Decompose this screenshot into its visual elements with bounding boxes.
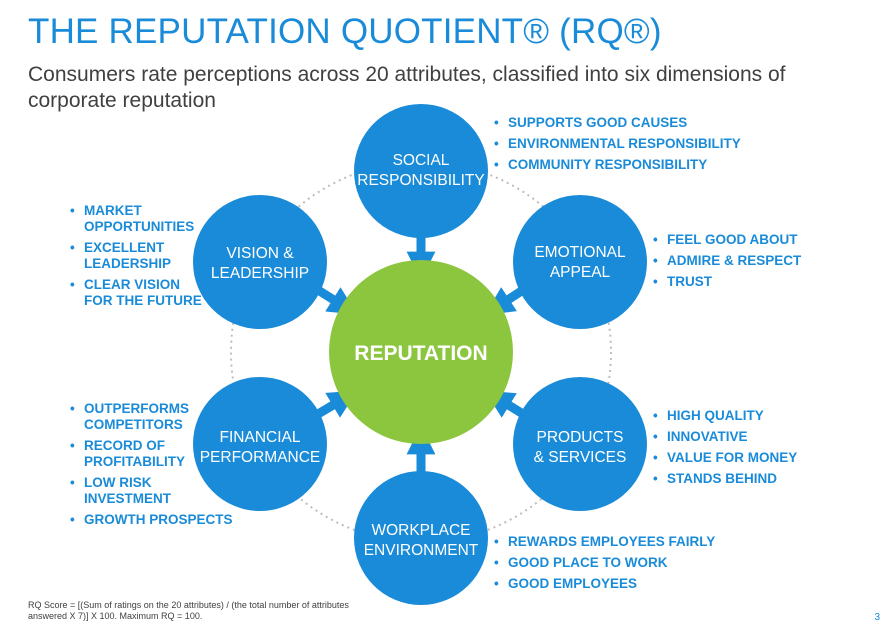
dimension-emotional: EMOTIONAL APPEAL	[513, 195, 647, 329]
page-title: THE REPUTATION QUOTIENT® (RQ®)	[28, 12, 662, 51]
attribute-item: LOW RISK INVESTMENT	[70, 475, 233, 507]
attributes-vision: MARKET OPPORTUNITIES EXCELLENT LEADERSHI…	[70, 203, 202, 314]
arrow-emotional	[484, 286, 526, 315]
arrow-financial	[315, 390, 358, 418]
attribute-item: GROWTH PROSPECTS	[70, 512, 233, 528]
arrow-products	[484, 390, 526, 418]
attributes-financial: OUTPERFORMS COMPETITORS RECORD OF PROFIT…	[70, 401, 233, 533]
dimension-label-line1: PRODUCTS	[537, 429, 624, 446]
attribute-item: COMMUNITY RESPONSIBILITY	[494, 157, 741, 173]
dimension-label-line2: & SERVICES	[534, 449, 627, 466]
attribute-item: GOOD EMPLOYEES	[494, 576, 715, 592]
dimension-products: PRODUCTS & SERVICES	[513, 377, 647, 511]
dimension-label-line2: RESPONSIBILITY	[357, 172, 484, 189]
dimension-label-line2: APPEAL	[550, 264, 611, 281]
rq-score-footnote: RQ Score = [(Sum of ratings on the 20 at…	[28, 600, 349, 621]
dimension-label-line1: SOCIAL	[393, 152, 450, 169]
page-number: 3	[874, 612, 880, 623]
attributes-products: HIGH QUALITY INNOVATIVE VALUE FOR MONEY …	[653, 408, 797, 492]
attribute-item: ADMIRE & RESPECT	[653, 253, 801, 269]
dimension-circle	[513, 195, 647, 329]
dimension-circle	[354, 104, 488, 238]
dimension-label-line1: EMOTIONAL	[534, 244, 626, 261]
reputation-circle	[329, 260, 513, 444]
attribute-item: CLEAR VISION FOR THE FUTURE	[70, 277, 202, 309]
attribute-item: MARKET OPPORTUNITIES	[70, 203, 202, 235]
dimension-social: SOCIAL RESPONSIBILITY	[354, 104, 488, 238]
dimension-circle	[513, 377, 647, 511]
dimension-label-line1: VISION &	[226, 245, 294, 262]
attribute-item: RECORD OF PROFITABILITY	[70, 438, 233, 470]
attributes-emotional: FEEL GOOD ABOUT ADMIRE & RESPECT TRUST	[653, 232, 801, 295]
dimension-circle	[354, 471, 488, 605]
dimension-label-line2: LEADERSHIP	[211, 265, 309, 282]
attribute-item: VALUE FOR MONEY	[653, 450, 797, 466]
attribute-item: OUTPERFORMS COMPETITORS	[70, 401, 233, 433]
attribute-item: FEEL GOOD ABOUT	[653, 232, 801, 248]
dimension-label-line2: ENVIRONMENT	[364, 542, 479, 559]
attribute-item: ENVIRONMENTAL RESPONSIBILITY	[494, 136, 741, 152]
arrow-vision	[315, 286, 358, 315]
attributes-social: SUPPORTS GOOD CAUSES ENVIRONMENTAL RESPO…	[494, 115, 741, 178]
dimension-circle	[193, 195, 327, 329]
attribute-item: TRUST	[653, 274, 801, 290]
dimension-workplace: WORKPLACE ENVIRONMENT	[354, 471, 488, 605]
attribute-item: STANDS BEHIND	[653, 471, 797, 487]
dimension-label-line1: FINANCIAL	[220, 429, 301, 446]
dimension-vision: VISION & LEADERSHIP	[193, 195, 327, 329]
attributes-workplace: REWARDS EMPLOYEES FAIRLY GOOD PLACE TO W…	[494, 534, 715, 597]
attribute-item: SUPPORTS GOOD CAUSES	[494, 115, 741, 131]
attribute-item: REWARDS EMPLOYEES FAIRLY	[494, 534, 715, 550]
page-subtitle: Consumers rate perceptions across 20 att…	[28, 63, 786, 112]
attribute-item: INNOVATIVE	[653, 429, 797, 445]
reputation-label: REPUTATION	[354, 342, 487, 365]
attribute-item: HIGH QUALITY	[653, 408, 797, 424]
dimension-label-line1: WORKPLACE	[371, 522, 470, 539]
attribute-item: EXCELLENT LEADERSHIP	[70, 240, 202, 272]
attribute-item: GOOD PLACE TO WORK	[494, 555, 715, 571]
